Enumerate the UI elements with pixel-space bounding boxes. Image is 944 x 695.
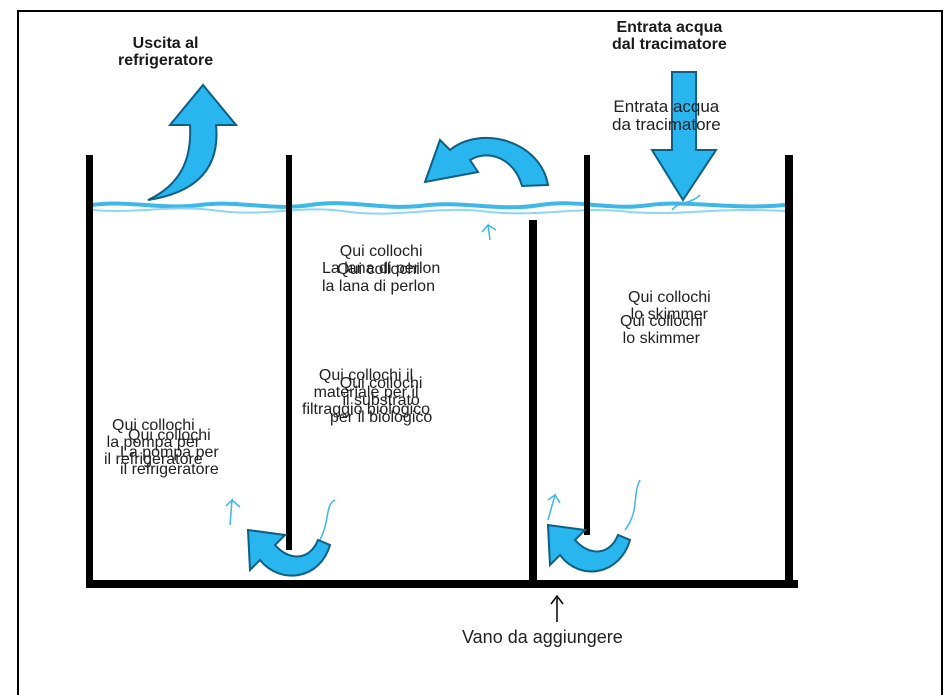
baffle-2: [529, 220, 537, 585]
skimmer-label-a: Qui collochi lo skimmer: [628, 289, 711, 324]
outlet-label-line-1: Uscita al: [132, 35, 199, 52]
bio-b-line-3: per il biologico: [330, 408, 433, 426]
skimmer-a-line-1: Qui collochi: [628, 289, 711, 306]
pump-chamber-arrow: [246, 528, 332, 577]
perlon-label-b: Qui collochi la lana di perlon: [322, 261, 435, 296]
perlon-label-a: Qui collochi La lana di perlon: [322, 243, 441, 278]
bio-a-line-1: Qui collochi il: [318, 367, 414, 384]
perlon-b-line-1: Qui collochi: [337, 261, 420, 278]
right-wall: [785, 155, 793, 588]
inlet-overlay-line-1: Entrata acqua: [613, 97, 720, 116]
inlet-label-line-1: Entrata acqua: [616, 19, 723, 36]
pump-b-line-2: La pompa per: [120, 443, 219, 461]
inlet-label: Entrata acqua dal tracimatore: [612, 19, 727, 54]
bio-label-b: Qui collochi il substrato per il biologi…: [330, 375, 433, 426]
outlet-label-line-2: refrigeratore: [118, 51, 214, 69]
water-surface: [91, 201, 786, 210]
inlet-overlay-label: Entrata acqua da tracimatore: [612, 98, 721, 134]
skimmer-b-line-1: Qui collochi: [620, 313, 703, 330]
bio-a-line-2: materiale per il: [313, 383, 419, 401]
overflow-arrow: [423, 136, 550, 188]
compartment-pointer: [550, 594, 564, 622]
outlet-label: Uscita al refrigeratore: [118, 35, 214, 70]
left-wall: [86, 155, 93, 587]
compartment-label: Vano da aggiungere: [462, 627, 623, 647]
pump-label-a: Qui collochi la pompa per il refrigerato…: [104, 417, 203, 468]
skimmer-b-line-2: lo skimmer: [622, 329, 701, 347]
skimmer-a-line-2: lo skimmer: [630, 305, 709, 323]
pump-b-line-1: Qui collochi: [128, 427, 211, 444]
perlon-a-line-2: La lana di perlon: [322, 259, 441, 277]
bio-b-line-1: Qui collochi: [339, 375, 423, 392]
bottom-wall: [86, 580, 798, 588]
bio-label-a: Qui collochi il materiale per il filtrag…: [302, 367, 431, 418]
pump-a-line-3: il refrigeratore: [104, 450, 203, 468]
tank-walls: [86, 155, 798, 588]
pump-label-b: Qui collochi La pompa per il refrigerato…: [120, 427, 219, 478]
perlon-a-line-1: Qui collochi: [339, 243, 423, 260]
baffle-3: [584, 155, 590, 535]
pump-a-line-1: Qui collochi: [112, 417, 195, 434]
outlet-arrow: [147, 83, 239, 201]
baffle-1: [286, 155, 292, 550]
inlet-arrow: [650, 71, 718, 202]
skimmer-label-b: Qui collochi lo skimmer: [620, 313, 703, 348]
bio-a-line-3: filtraggio biologico: [302, 400, 431, 418]
pump-a-line-2: la pompa per: [106, 433, 201, 451]
water-surface-ripple: [91, 207, 786, 215]
perlon-b-line-2: la lana di perlon: [322, 277, 435, 295]
pump-b-line-3: il refrigeratore: [120, 460, 219, 478]
skimmer-chamber-arrow: [546, 523, 632, 573]
inlet-label-line-2: dal tracimatore: [612, 35, 727, 53]
bio-b-line-2: il substrato: [342, 391, 420, 409]
inlet-overlay-line-2: da tracimatore: [612, 114, 721, 134]
flow-sketches: [225, 194, 701, 541]
diagram-frame: [17, 10, 943, 695]
